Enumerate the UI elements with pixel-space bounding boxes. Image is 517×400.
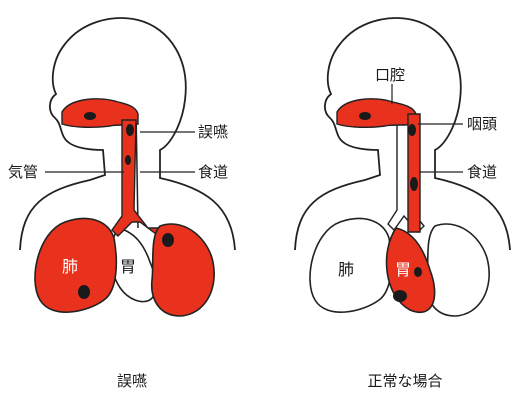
label-esophagus: 食道 bbox=[198, 163, 228, 181]
label-lung: 肺 bbox=[62, 257, 78, 276]
label-oral-cavity: 口腔 bbox=[375, 66, 405, 84]
label-trachea: 気管 bbox=[8, 163, 38, 181]
bolus-right-lung bbox=[162, 233, 174, 247]
bolus-mouth bbox=[359, 112, 371, 120]
bolus-mouth bbox=[84, 112, 96, 120]
normal-panel: 口腔 咽頭 食道 肺 胃 正常な場合 bbox=[295, 18, 510, 390]
label-stomach: 胃 bbox=[120, 257, 136, 276]
bolus-esophagus bbox=[410, 177, 418, 191]
bolus-pharynx bbox=[126, 124, 134, 136]
bolus-stomach-2 bbox=[414, 267, 422, 277]
label-aspiration: 誤嚥 bbox=[198, 123, 228, 141]
label-stomach: 胃 bbox=[395, 260, 411, 279]
label-pharynx: 咽頭 bbox=[467, 115, 497, 133]
right-lung-white bbox=[427, 224, 489, 316]
right-lung-red bbox=[152, 224, 214, 316]
oral-cavity-red bbox=[337, 99, 416, 128]
trachea-red bbox=[112, 120, 160, 236]
bolus-trachea bbox=[125, 155, 131, 165]
bolus-pharynx bbox=[408, 124, 416, 136]
bolus-stomach bbox=[393, 290, 407, 302]
label-esophagus: 食道 bbox=[467, 163, 497, 181]
bolus-left-lung bbox=[78, 285, 90, 299]
caption-aspiration: 誤嚥 bbox=[117, 372, 147, 390]
caption-normal: 正常な場合 bbox=[367, 372, 442, 390]
label-lung: 肺 bbox=[338, 260, 354, 279]
aspiration-panel: 誤嚥 気管 食道 肺 胃 誤嚥 bbox=[8, 18, 235, 390]
